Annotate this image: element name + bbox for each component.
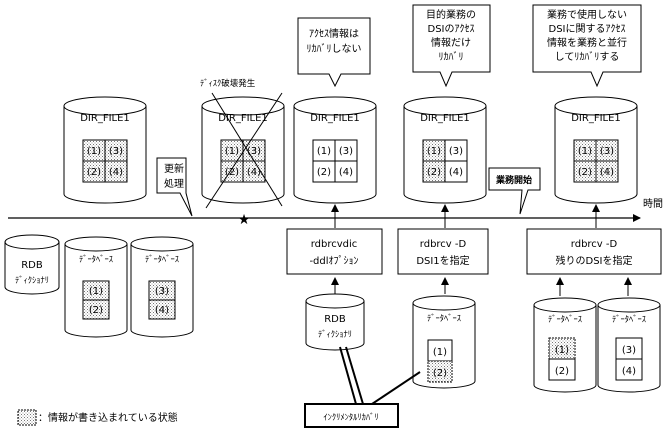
callout-text-line: ﾘｶﾊﾞﾘ <box>439 51 464 63</box>
callout-text-line: 情報だけ <box>431 36 471 49</box>
cell-label: (4) <box>155 305 169 316</box>
cell-label: (2) <box>225 167 239 178</box>
dir-file-cylinder-destroyed: DIR_FILE1 (1) (3) (2) (4) <box>201 92 285 209</box>
rdb-label: RDB <box>21 260 43 271</box>
database-cylinder-right-a: ﾃﾞｰﾀﾍﾞｰｽ (1) (2) <box>533 297 597 393</box>
callout-text-line: DSIのｱｸｾｽ <box>428 23 475 35</box>
command-text-line: -ddlｵﾌﾟｼｮﾝ <box>309 255 358 267</box>
pointer-line <box>371 371 421 405</box>
pointer-line <box>339 346 357 405</box>
cell-label: (2) <box>578 167 592 178</box>
command-text-line: 残りのDSIを指定 <box>556 254 633 267</box>
cell-label: (1) <box>89 286 103 297</box>
update-processing-callout: 更新 処理 <box>156 157 193 217</box>
pointer-line <box>345 346 364 405</box>
callout-text-line: してﾘｶﾊﾞﾘする <box>555 51 620 63</box>
update-text-line: 更新 <box>164 162 184 175</box>
database-cylinder-left-a: ﾃﾞｰﾀﾍﾞｰｽ (1) (2) <box>64 236 128 338</box>
cell-label: (4) <box>600 167 614 178</box>
dir-file-cylinder-initial: DIR_FILE1 (1) (3) (2) (4) <box>63 96 147 204</box>
dir-file-cylinder-restored-blank: DIR_FILE1 (1) (3) (2) (4) <box>293 96 377 204</box>
command-text-line: DSI1を指定 <box>416 254 469 267</box>
cell-label: (1) <box>427 146 441 157</box>
cell-label: (1) <box>87 146 101 157</box>
callout-target-dsi-recovery: 目的業務の DSIのｱｸｾｽ 情報だけ ﾘｶﾊﾞﾘ <box>412 4 491 88</box>
database-label: ﾃﾞｰﾀﾍﾞｰｽ <box>79 255 113 265</box>
cell-label: (4) <box>109 167 123 178</box>
cross-line <box>205 92 283 209</box>
cell-label: (1) <box>433 347 447 358</box>
cell-label: (1) <box>317 146 331 157</box>
cell-label: (3) <box>600 146 614 157</box>
command-box-rdbrcv-dsi1: rdbrcv -D DSI1を指定 <box>397 228 489 275</box>
dir-file-label: DIR_FILE1 <box>310 113 360 124</box>
dir-file-label: DIR_FILE1 <box>571 113 621 124</box>
rdb-dictionary-cylinder-source: RDB ﾃﾞｨｸｼｮﾅﾘ <box>305 293 365 351</box>
cell-label: (2) <box>555 366 569 377</box>
callout-parallel-recovery: 業務で使用しない DSIに関するｱｸｾｽ 情報を業務と並行 してﾘｶﾊﾞﾘする <box>532 4 642 88</box>
cell-label: (2) <box>427 167 441 178</box>
command-box-rdbrcvdic: rdbrcvdic -ddlｵﾌﾟｼｮﾝ <box>286 228 383 275</box>
update-text-line: 処理 <box>164 177 184 190</box>
cell-label: (3) <box>449 146 463 157</box>
legend: ：情報が書き込まれている状態 <box>17 409 178 426</box>
cell-label: (2) <box>317 167 331 178</box>
command-text-line: rdbrcv -D <box>571 239 618 250</box>
dir-file-label: DIR_FILE1 <box>420 113 470 124</box>
cell-label: (1) <box>555 345 569 356</box>
incremental-recovery-label: ｲﾝｸﾘﾒﾝﾀﾙﾘｶﾊﾞﾘ <box>323 413 378 423</box>
time-label: 時間 <box>643 198 663 210</box>
cross-line <box>211 92 283 207</box>
cell-label: (4) <box>339 167 353 178</box>
dir-file-cylinder-all-restored: DIR_FILE1 (1) (3) (2) (4) <box>554 96 638 204</box>
cell-label: (4) <box>449 167 463 178</box>
command-text-line: rdbrcv -D <box>420 239 467 250</box>
database-label: ﾃﾞｰﾀﾍﾞｰｽ <box>145 255 179 265</box>
callout-text-line: ﾘｶﾊﾞﾘしない <box>307 43 362 55</box>
dictionary-label: ﾃﾞｨｸｼｮﾅﾘ <box>318 330 352 340</box>
failure-star-icon: ★ <box>238 212 251 228</box>
cell-label: (1) <box>225 146 239 157</box>
database-cylinder-source: ﾃﾞｰﾀﾍﾞｰｽ (1) (2) <box>412 295 476 389</box>
cell-label: (2) <box>89 305 103 316</box>
dir-file-label: DIR_FILE1 <box>218 113 268 124</box>
cell-label: (3) <box>109 146 123 157</box>
cell-label: (3) <box>155 286 169 297</box>
database-label: ﾃﾞｰﾀﾍﾞｰｽ <box>548 315 582 325</box>
callout-text-line: 目的業務の <box>426 8 476 21</box>
incremental-recovery-callout: ｲﾝｸﾘﾒﾝﾀﾙﾘｶﾊﾞﾘ <box>304 346 421 428</box>
business-start-label: 業務開始 <box>495 174 532 186</box>
cell-label: (1) <box>578 146 592 157</box>
database-label: ﾃﾞｰﾀﾍﾞｰｽ <box>427 314 461 324</box>
cell-label: (4) <box>622 366 636 377</box>
business-start-callout: 業務開始 <box>488 167 541 215</box>
database-label: ﾃﾞｰﾀﾍﾞｰｽ <box>612 315 646 325</box>
command-text-line: rdbrcvdic <box>311 239 358 250</box>
callout-text-line: ｱｸｾｽ情報は <box>309 27 359 40</box>
rdb-label: RDB <box>324 314 346 325</box>
database-cylinder-right-b: ﾃﾞｰﾀﾍﾞｰｽ (3) (4) <box>597 297 661 393</box>
dictionary-label: ﾃﾞｨｸｼｮﾅﾘ <box>15 276 49 286</box>
cell-label: (2) <box>433 368 447 379</box>
callout-text-line: DSIに関するｱｸｾｽ <box>549 23 626 35</box>
cell-label: (4) <box>247 167 261 178</box>
callout-text-line: 業務で使用しない <box>547 8 627 21</box>
legend-swatch <box>17 409 37 426</box>
dir-file-cylinder-dsi1-restored: DIR_FILE1 (1) (3) (2) (4) <box>403 96 487 204</box>
cell-label: (3) <box>339 146 353 157</box>
callout-access-not-recovered: ｱｸｾｽ情報は ﾘｶﾊﾞﾘしない <box>297 17 371 88</box>
cell-label: (2) <box>87 167 101 178</box>
cell-label: (3) <box>247 146 261 157</box>
callout-text-line: 情報を業務と並行 <box>547 36 627 49</box>
legend-text: ：情報が書き込まれている状態 <box>38 411 178 424</box>
rdb-dictionary-cylinder-left: RDB ﾃﾞｨｸｼｮﾅﾘ <box>4 234 60 295</box>
cell-label: (3) <box>622 345 636 356</box>
database-cylinder-left-b: ﾃﾞｰﾀﾍﾞｰｽ (3) (4) <box>130 236 194 338</box>
command-box-rdbrcv-rest: rdbrcv -D 残りのDSIを指定 <box>526 228 662 275</box>
disk-failure-label: ﾃﾞｨｽｸ破壊発生 <box>200 78 256 89</box>
dir-file-label: DIR_FILE1 <box>80 113 130 124</box>
